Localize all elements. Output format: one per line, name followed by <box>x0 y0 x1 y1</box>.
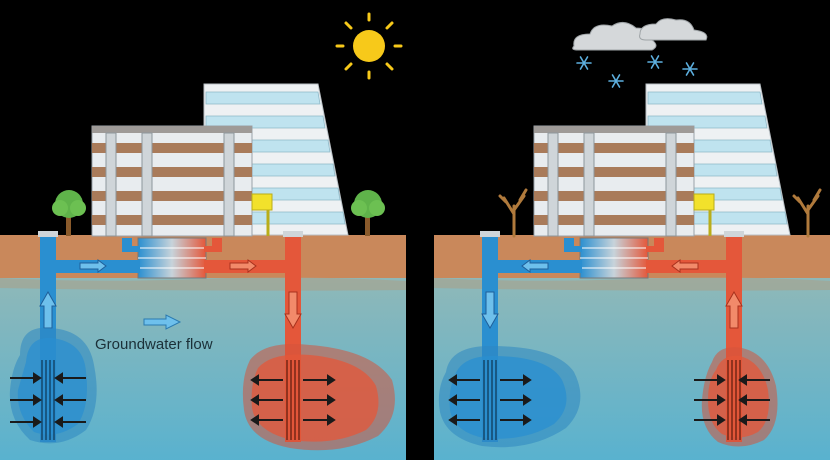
groundwater-flow-arrow <box>143 314 182 330</box>
sun-icon <box>335 12 403 80</box>
leafy-tree-icon <box>351 190 385 236</box>
front-building <box>91 125 273 237</box>
leafy-tree-icon <box>52 190 86 236</box>
flow-arrow-down <box>481 291 499 330</box>
heat-exchanger <box>137 237 207 279</box>
snow-cloud-icon <box>572 18 708 88</box>
cold-plume <box>438 346 581 448</box>
cold-well-inflow-arrows <box>10 372 86 428</box>
flow-arrow-up <box>39 290 57 329</box>
cold-well-outflow-arrows <box>448 374 532 426</box>
flow-arrow-left <box>521 259 699 273</box>
bare-tree-icon <box>498 188 528 238</box>
well-screen <box>483 360 497 440</box>
heat-exchanger <box>579 237 649 279</box>
warm-plume <box>242 344 395 451</box>
flow-arrow-down <box>284 291 302 330</box>
warm-well-outflow-arrows <box>250 374 336 426</box>
groundwater-flow-label: Groundwater flow <box>95 336 213 353</box>
well-screen <box>41 360 55 440</box>
front-building <box>533 125 715 237</box>
flow-arrow-up <box>725 290 743 329</box>
panel-divider <box>406 0 434 460</box>
bare-tree-icon <box>792 188 822 238</box>
soil-water-boundary <box>0 277 406 291</box>
summer-panel <box>0 12 406 460</box>
warm-well-inflow-arrows <box>694 374 770 426</box>
cold-plume <box>9 327 97 444</box>
flow-arrow-right <box>79 259 257 273</box>
well-screen <box>286 360 300 440</box>
winter-panel <box>434 18 830 460</box>
